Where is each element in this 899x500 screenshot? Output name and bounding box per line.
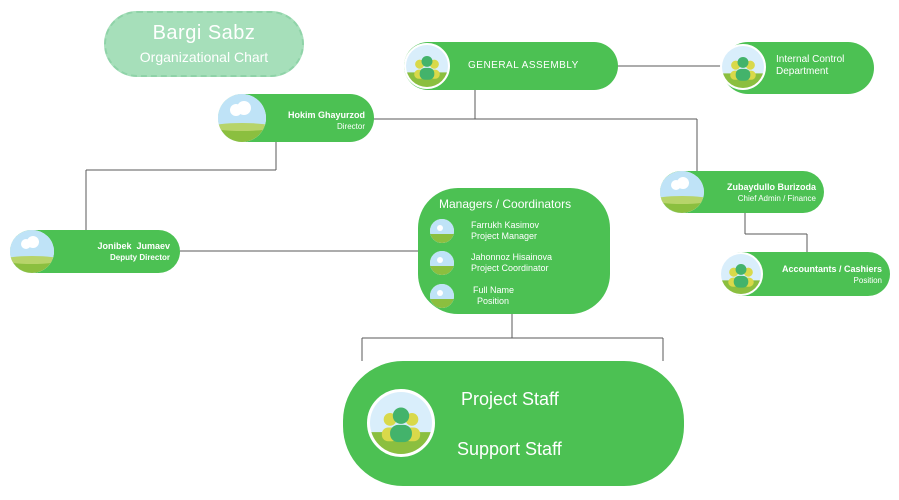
director-name: Hokim Ghayurzod [287, 110, 365, 120]
person-avatar-icon [430, 251, 454, 275]
manager-1-name: Farrukh Kasimov [471, 220, 540, 230]
staff-node: Project Staff Support Staff [343, 361, 684, 486]
chief-admin-name: Zubaydullo Burizoda [727, 182, 816, 192]
person-avatar-icon [430, 219, 454, 243]
manager-3-role: Position [477, 296, 510, 306]
deputy-name: Jonibek Jumaev [97, 241, 170, 251]
person-avatar-icon [430, 284, 454, 308]
group-avatar-icon [367, 389, 435, 457]
support-staff-label: Support Staff [457, 439, 562, 459]
director-role: Director [336, 122, 365, 131]
managers-node: Managers / Coordinators Farrukh Kasimov … [418, 188, 610, 314]
manager-3-name: Full Name [473, 285, 515, 295]
deputy-role: Deputy Director [109, 253, 170, 262]
person-avatar-icon [660, 171, 704, 213]
project-staff-label: Project Staff [461, 389, 559, 409]
general-assembly-label: GENERAL ASSEMBLY [468, 60, 579, 71]
chart-subtitle: Organizational Chart [139, 49, 269, 65]
chief-admin-role: Chief Admin / Finance [737, 194, 816, 203]
chart-title: Bargi Sabz [152, 22, 256, 44]
group-avatar-icon [404, 43, 450, 89]
internal-control-line2: Department [776, 66, 829, 77]
manager-1-role: Project Manager [471, 231, 538, 241]
manager-2-role: Project Coordinator [471, 263, 549, 273]
accountants-name: Accountants / Cashiers [781, 264, 882, 274]
person-avatar-icon [10, 230, 54, 273]
group-avatar-icon [719, 252, 763, 296]
accountants-role: Position [853, 276, 882, 285]
group-avatar-icon [720, 44, 766, 90]
manager-2-name: Jahonnoz Hisainova [471, 252, 553, 262]
chart-title-badge: Bargi Sabz Organizational Chart [104, 11, 304, 77]
managers-heading: Managers / Coordinators [439, 197, 572, 211]
internal-control-line1: Internal Control [776, 54, 845, 65]
person-avatar-icon [218, 94, 266, 142]
